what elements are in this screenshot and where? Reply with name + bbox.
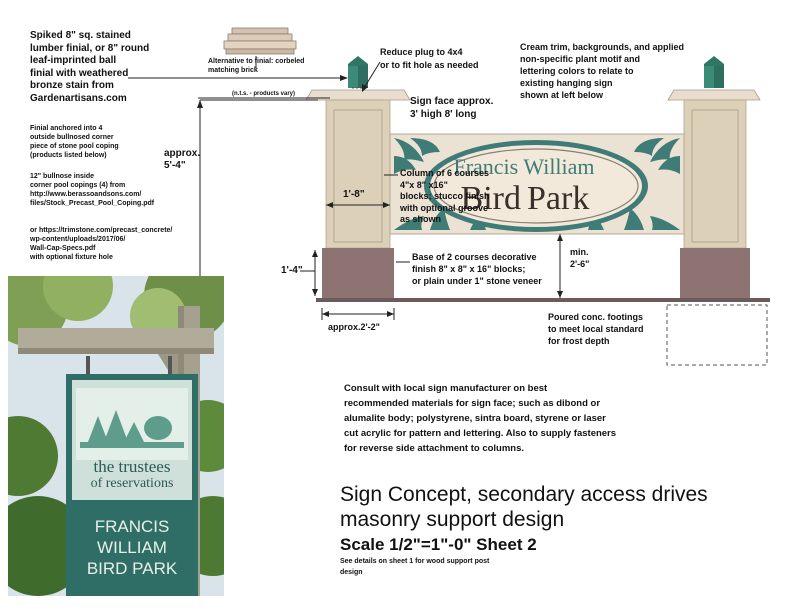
sign-panel xyxy=(389,133,685,235)
existing-sign-photo: the trustees of reservations FRANCIS WIL… xyxy=(8,276,224,596)
scale-label: Scale 1/2"=1"-0" Sheet 2 xyxy=(340,535,537,554)
see-details-note: See details on sheet 1 for wood support … xyxy=(340,558,490,576)
column-note: Column of 6 courses 4"x 8" x16" blocks; … xyxy=(400,168,490,224)
nts-note: (n.t.s. - products vary) xyxy=(232,91,296,97)
right-finial-icon xyxy=(704,56,724,66)
consult-note: Consult with local sign manufacturer on … xyxy=(344,383,617,454)
base-height-label: 1'-4" xyxy=(281,265,303,276)
finial-note: Spiked 8" sq. stained lumber finial, or … xyxy=(30,30,150,104)
height-dim-label: approx. 5'-4" xyxy=(164,148,201,171)
sign-line-3: Park xyxy=(527,180,589,217)
bullnose-note: 12" bullnose inside corner pool copings … xyxy=(30,173,155,207)
left-finial-icon xyxy=(348,56,368,66)
photo-org-line-1: the trustees xyxy=(93,457,171,476)
photo-name-line-1: FRANCIS xyxy=(94,517,170,536)
sign-face-note: Sign face approx. 3' high 8' long xyxy=(410,96,494,120)
corbel-brick-icon xyxy=(223,27,297,55)
footings-note: Poured conc. footings to meet local stan… xyxy=(548,312,644,346)
photo-org-line-2: of reservations xyxy=(90,476,174,491)
finial-anchor-note: Finial anchored into 4 outside bullnosed… xyxy=(30,125,119,159)
column-width-label: 1'-8" xyxy=(343,189,365,200)
photo-name-line-3: BIRD PARK xyxy=(86,559,178,578)
base-width-label: approx.2'-2" xyxy=(328,322,380,332)
sheet-title-line-1: Sign Concept, secondary access drives xyxy=(340,483,708,506)
right-column xyxy=(667,56,761,298)
reduce-plug-note: Reduce plug to 4x4 or to fit hole as nee… xyxy=(380,47,479,70)
existing-sign-illustration xyxy=(8,276,224,596)
footing-outline xyxy=(666,304,768,366)
ground-line xyxy=(316,298,770,302)
sheet-title-line-2: masonry support design xyxy=(340,508,565,531)
alt-link-note: or https://trimstone.com/precast_concret… xyxy=(30,227,173,261)
base-note: Base of 2 courses decorative finish 8" x… xyxy=(412,252,542,286)
trees-logo-icon xyxy=(80,410,184,448)
sign-line-1: Francis William xyxy=(453,154,594,179)
sign-line-2: Bird xyxy=(461,180,521,217)
left-column xyxy=(305,56,411,298)
min-height-label: min. 2'-6" xyxy=(570,247,590,269)
cream-trim-note: Cream trim, backgrounds, and applied non… xyxy=(520,42,685,100)
blank-label-box xyxy=(230,556,293,581)
photo-name-line-2: WILLIAM xyxy=(97,538,167,557)
corbel-note: Alternative to finial: corbeled matching… xyxy=(208,58,305,74)
